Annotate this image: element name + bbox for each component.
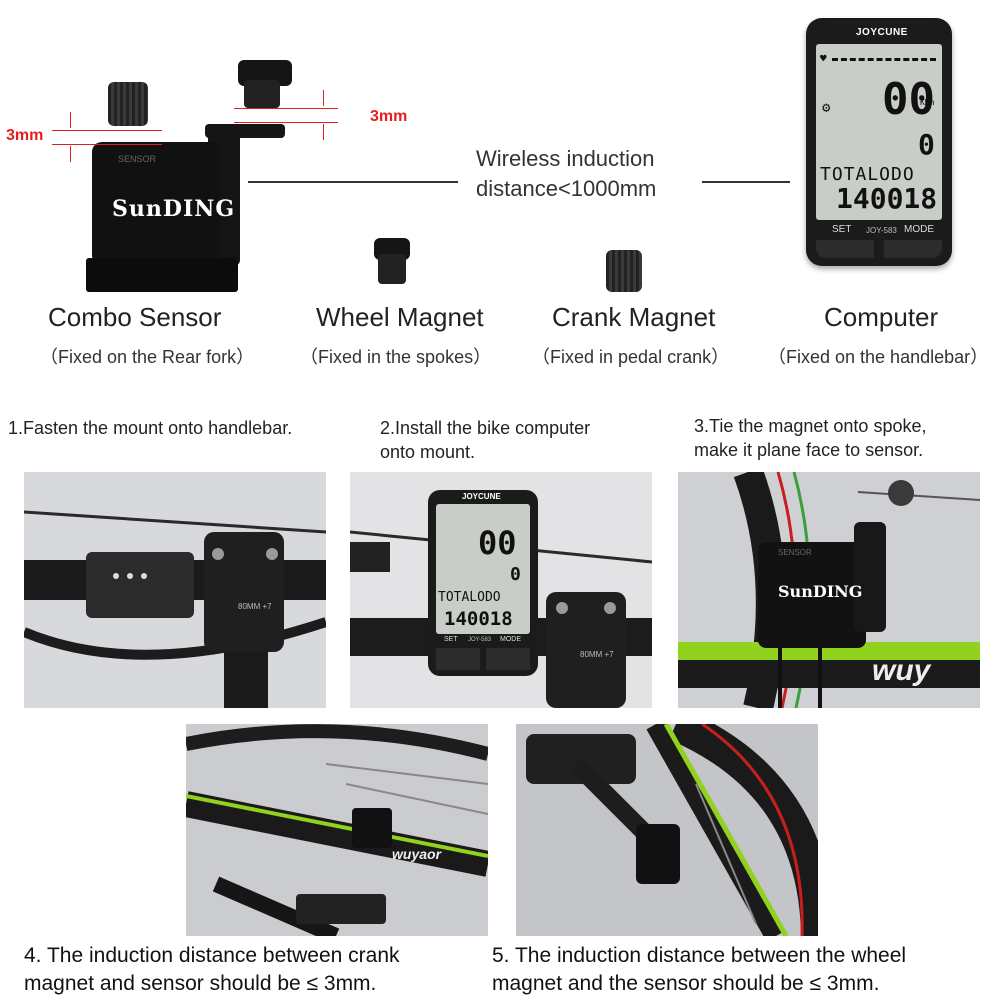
photo-2-lcd-odo: 140018 [444,608,513,630]
wireless-distance-text: Wireless induction distance<1000mm [476,144,656,204]
computer-brand-logo: JOYCUNE [856,27,908,38]
photo-2-lcd-second: 0 [510,564,521,585]
product-note-combo-sensor: （Fixed on the Rear fork） [40,347,255,367]
computer-button-bar-right [884,240,942,258]
lcd-dash-row [832,58,936,61]
wireless-line-right [702,181,790,183]
dimension-line-left-top [52,130,162,131]
wheel-magnet-standalone-body [378,254,406,284]
step-3-caption: 3.Tie the magnet onto spoke, make it pla… [694,414,926,462]
wireless-line-2: distance<1000mm [476,176,657,201]
combo-sensor-body: SENSOR SunDING [92,142,234,260]
photo-step-4-crank-distance: wuyaor [186,724,488,936]
photo-2-computer-brand: JOYCUNE [462,492,501,501]
photo-2-drawing [350,472,652,708]
computer-lcd-screen: ♥ ⚙ 00 KMh 0 TOTALODO 140018 [816,44,942,220]
dimension-label-right: 3mm [370,108,408,125]
step-5-line-1: 5. The induction distance between the wh… [492,944,907,967]
crank-magnet-cylinder [108,82,148,126]
photo-2-stem-text: 80MM +7 [580,650,614,659]
product-label-wheel-magnet: Wheel Magnet [316,302,484,332]
photo-3-sensor-small-text: SENSOR [778,548,812,557]
dimension-arrow-right-up [323,90,324,106]
dimension-arrow-right-down [323,124,324,140]
sensor-small-label: SENSOR [118,154,157,164]
lcd-second-value: 0 [918,128,935,161]
photo-2-lcd-mode: TOTALODO [438,590,501,605]
photo-2-lcd-speed: 00 [478,524,517,562]
crank-magnet-standalone [606,250,642,292]
step-4-line-2: magnet and sensor should be ≤ 3mm. [24,972,377,995]
computer-mode-button[interactable]: MODE [904,224,934,235]
computer-button-bar-left [816,240,874,258]
photo-1-stem-text: 80MM +7 [238,602,272,611]
product-note-wheel-magnet: （Fixed in the spokes） [300,347,492,367]
product-label-combo-sensor: Combo Sensor [48,302,222,332]
product-note-computer: （Fixed on the handlebar） [768,347,989,367]
photo-step-2-computer-on-mount: JOYCUNE 00 0 TOTALODO 140018 SET JOY-583… [350,472,652,708]
dimension-arrow-left-down [70,146,71,162]
dimension-line-right-bottom [234,122,338,123]
wheel-magnet-body [244,80,280,108]
bike-computer-device: JOYCUNE ♥ ⚙ 00 KMh 0 TOTALODO 140018 SET… [806,18,952,266]
step-3-line-2: make it plane face to sensor. [694,440,924,460]
photo-step-5-wheel-distance [516,724,818,936]
product-label-crank-magnet: Crank Magnet [552,302,716,332]
photo-4-frame-brand: wuyaor [392,846,442,862]
step-4-line-1: 4. The induction distance between crank [24,944,400,967]
photo-3-sensor-brand: SunDING [778,582,863,601]
wireless-line-left [248,181,458,183]
sensor-base [86,258,238,292]
product-label-computer: Computer [824,302,939,332]
step-2-caption: 2.Install the bike computer onto mount. [380,416,590,464]
photo-3-drawing [678,472,980,708]
step-5-caption: 5. The induction distance between the wh… [492,942,906,998]
photo-step-1-handlebar-mount: 80MM +7 [24,472,326,708]
photo-1-drawing [24,472,326,708]
lcd-speed-value: 00 [882,74,935,125]
step-2-line-1: 2.Install the bike computer [380,418,591,438]
lcd-odo-value: 140018 [836,182,938,215]
wireless-line-1: Wireless induction [476,146,655,171]
step-3-line-1: 3.Tie the magnet onto spoke, [694,416,927,436]
sensor-brand-logo: SunDING [112,196,236,222]
step-2-line-2: onto mount. [380,442,476,462]
dimension-label-left: 3mm [6,127,44,144]
computer-set-button[interactable]: SET [832,224,852,235]
product-note-crank-magnet: （Fixed in pedal crank） [532,347,730,367]
step-1-caption: 1.Fasten the mount onto handlebar. [8,418,293,438]
photo-4-drawing [186,724,488,936]
step-5-line-2: magnet and the sensor should be ≤ 3mm. [492,972,880,995]
photo-2-set-button: SET [444,636,458,643]
dimension-arrow-left-up [70,112,71,128]
photo-2-model-label: JOY-583 [468,637,492,643]
photo-step-3-magnet-on-spoke: SENSOR SunDING wuy [678,472,980,708]
dimension-line-left-bottom [52,144,162,145]
dimension-line-right-top [234,108,338,109]
photo-2-mode-button: MODE [500,636,521,643]
lcd-speed-unit: KMh [920,98,935,107]
heart-icon: ♥ [820,52,827,65]
computer-model-label: JOY-583 [866,226,897,235]
step-4-caption: 4. The induction distance between crank … [24,942,400,998]
photo-5-drawing [516,724,818,936]
lcd-mode-label: TOTALODO [820,164,915,185]
settings-gear-icon: ⚙ [822,100,831,116]
photo-3-frame-brand: wuy [872,654,931,687]
